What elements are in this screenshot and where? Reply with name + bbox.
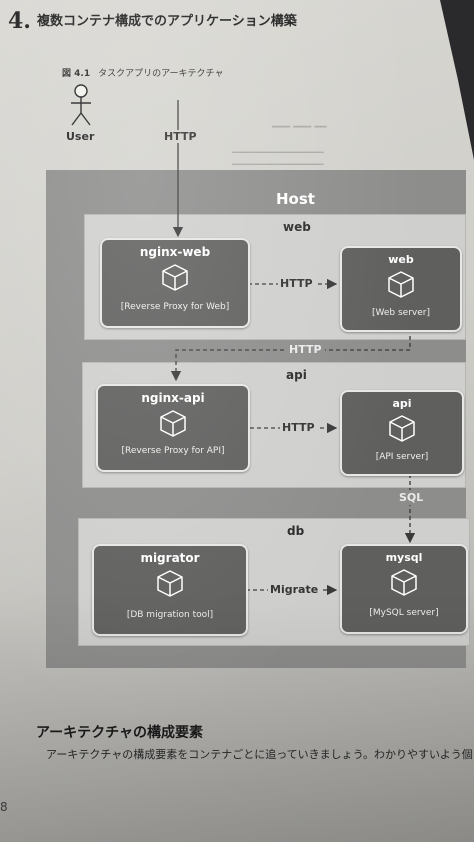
chapter-number: 4.	[8, 8, 31, 34]
api-link-label: HTTP	[280, 421, 317, 434]
container-cube-icon	[162, 264, 188, 291]
section-body: アーキテクチャの構成要素をコンテナごとに追っていきましょう。わかりやすいよう個	[46, 748, 473, 761]
page-number: 8	[0, 800, 8, 814]
web-to-api-link-label: HTTP	[286, 343, 325, 356]
db-link-label: Migrate	[268, 583, 321, 596]
container-nginx-web: nginx-web [Reverse Proxy for Web]	[100, 238, 250, 328]
show-through-text: ━━━━━━━━━━━━━━━━━━━	[232, 160, 324, 169]
container-api: api [API server]	[340, 390, 464, 476]
container-nginx-api: nginx-api [Reverse Proxy for API]	[96, 384, 250, 472]
network-api-label: api	[286, 368, 307, 382]
container-subtitle: [Reverse Proxy for API]	[121, 446, 225, 456]
container-title: api	[392, 397, 412, 410]
container-cube-icon	[389, 415, 415, 442]
user-http-label: HTTP	[162, 130, 199, 143]
web-link-label: HTTP	[278, 277, 315, 290]
network-db-label: db	[287, 524, 305, 538]
container-cube-icon	[160, 410, 186, 437]
container-cube-icon	[157, 570, 183, 597]
container-web: web [Web server]	[340, 246, 462, 332]
container-cube-icon	[391, 569, 417, 596]
container-cube-icon	[388, 271, 414, 298]
container-mysql: mysql [MySQL server]	[340, 544, 468, 634]
user-icon	[71, 84, 91, 126]
container-subtitle: [MySQL server]	[369, 608, 439, 618]
show-through-text: ━━━━━━━━━━━━━━━━━━━	[232, 148, 324, 157]
container-subtitle: [Web server]	[372, 308, 430, 318]
container-title: web	[388, 253, 414, 266]
host-label: Host	[276, 190, 315, 208]
section-heading: アーキテクチャの構成要素	[36, 725, 204, 741]
show-through-text: ━━━ ━━━ ━━	[272, 122, 327, 133]
container-subtitle: [DB migration tool]	[126, 610, 214, 620]
container-title: mysql	[385, 551, 423, 564]
chapter-title: 複数コンテナ構成でのアプリケーション構築	[36, 14, 297, 29]
web-to-nginx-api-arrow	[170, 336, 411, 382]
figure-title: タスクアプリのアーキテクチャ	[98, 69, 224, 79]
figure-caption: 図 4.1 タスクアプリのアーキテクチャ	[62, 66, 223, 79]
container-title: migrator	[140, 551, 200, 565]
container-migrator: migrator [DB migration tool]	[92, 544, 248, 636]
user-label: User	[66, 130, 95, 143]
container-title: nginx-api	[141, 391, 205, 405]
container-subtitle: [API server]	[375, 452, 429, 462]
container-subtitle: [Reverse Proxy for Web]	[120, 302, 230, 312]
network-web-label: web	[283, 220, 311, 234]
container-title: nginx-web	[139, 245, 211, 259]
chapter-header: 4. 複数コンテナ構成でのアプリケーション構築	[8, 8, 297, 34]
figure-number: 図 4.1	[62, 69, 91, 79]
api-to-db-link-label: SQL	[396, 490, 427, 505]
